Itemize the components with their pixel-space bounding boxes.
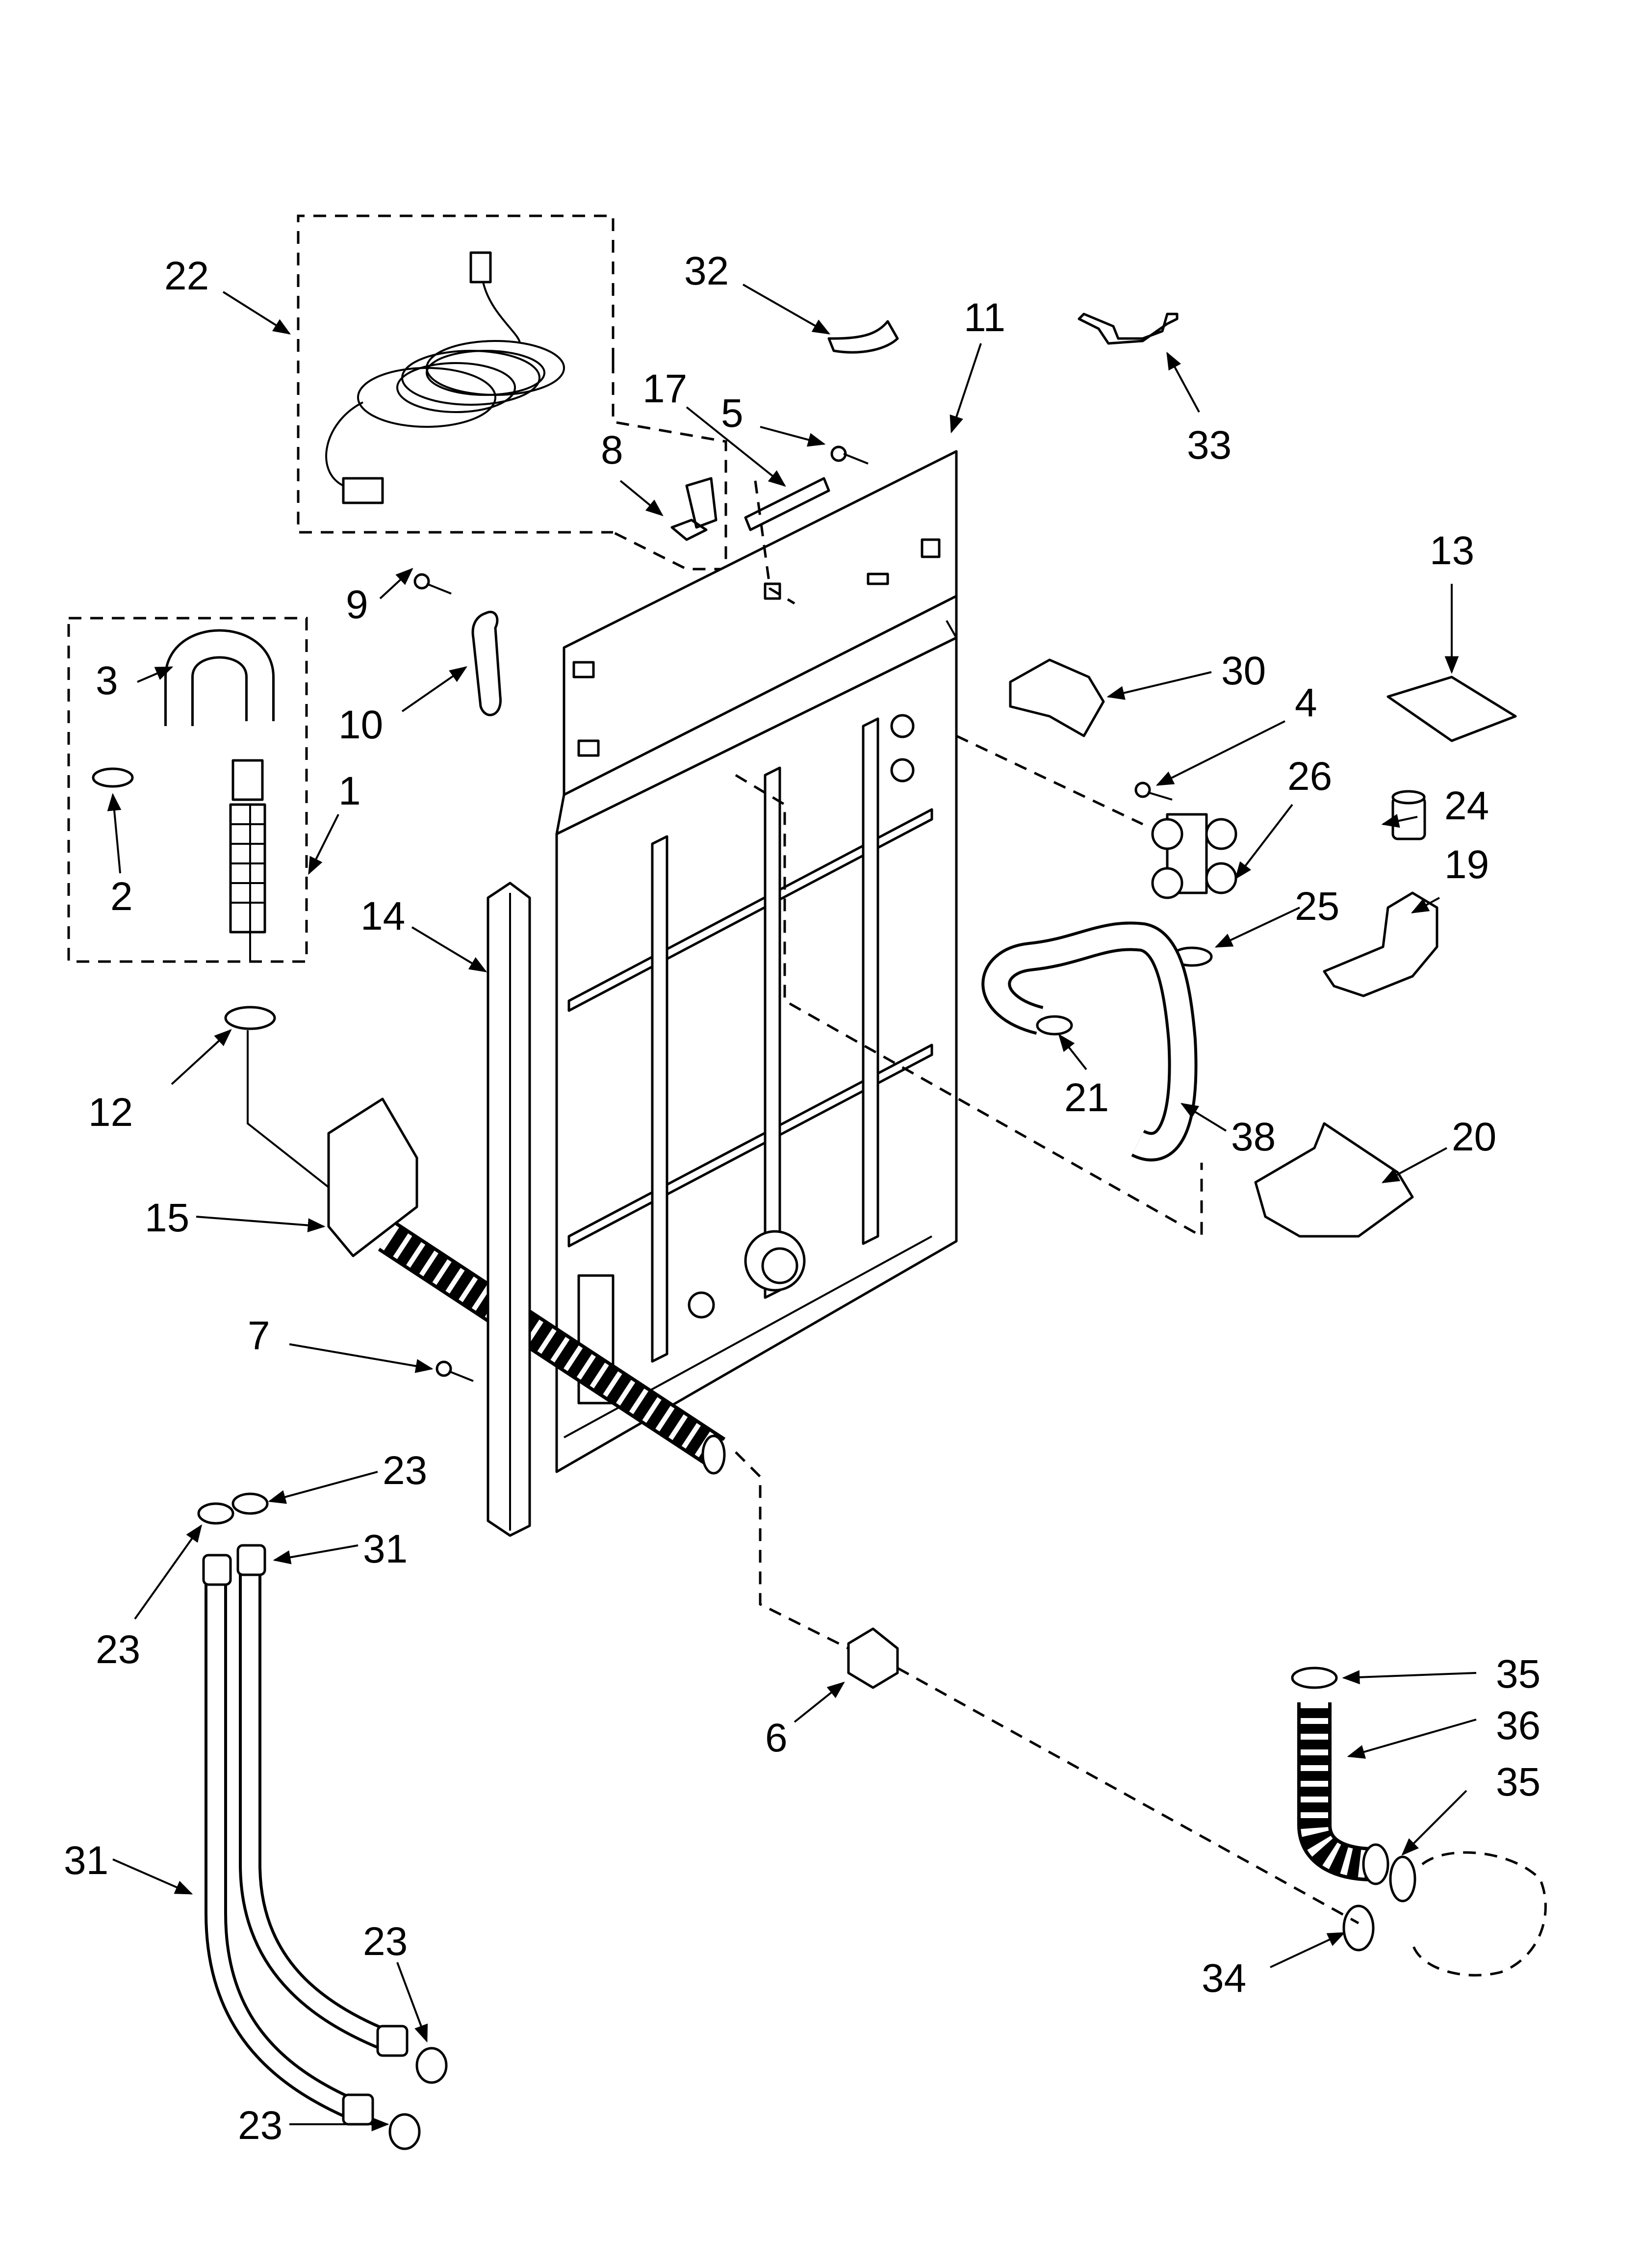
inlet-hose-kit-box: [67, 617, 308, 963]
callout-38: 38: [1231, 1115, 1276, 1159]
clamp-6: [847, 1627, 899, 1689]
outlet-15: [327, 1097, 418, 1257]
valve-26: [1151, 813, 1237, 899]
callout-9: 9: [346, 582, 368, 627]
callout-24: 24: [1444, 783, 1489, 828]
callout-23-d: 23: [238, 2103, 282, 2148]
bracket-30: [1009, 658, 1105, 737]
leader-arrows: [107, 284, 1477, 2132]
callout-7: 7: [248, 1313, 270, 1358]
hose-3-inner: [167, 631, 272, 726]
power-cord: [325, 251, 565, 504]
callout-31-a: 31: [363, 1527, 408, 1571]
clamp-35-bottom: [1389, 1855, 1416, 1903]
callout-31-b: 31: [64, 1838, 108, 1883]
callout-20: 20: [1452, 1115, 1496, 1159]
switch-8: [670, 477, 718, 541]
callout-21: 21: [1064, 1075, 1109, 1120]
dispenser-20: [1254, 1122, 1414, 1238]
clamp-21: [1036, 1015, 1073, 1036]
callout-26: 26: [1287, 754, 1332, 799]
callout-8: 8: [601, 428, 623, 472]
callout-labels: 22 32 11 33 17 5 8 13 9 3 10 30 4 26 24 …: [64, 249, 1540, 2148]
clamp-34: [1342, 1904, 1375, 1952]
callout-10: 10: [338, 703, 383, 747]
clip-32: [827, 320, 899, 354]
callout-35-b: 35: [1496, 1760, 1540, 1804]
drain-hose-36: [1297, 1702, 1389, 1885]
clip-17: [744, 477, 830, 531]
callout-23-a: 23: [383, 1448, 427, 1493]
callout-22: 22: [164, 254, 209, 298]
channel-14: [487, 882, 531, 1537]
callout-13: 13: [1430, 528, 1474, 573]
clamp-12: [224, 1006, 276, 1030]
pump-outline-dashed: [1411, 1851, 1547, 1977]
washers-23-bottom: [388, 2047, 448, 2150]
callout-1: 1: [338, 769, 361, 813]
callout-32: 32: [684, 249, 729, 293]
clamp-35-top: [1291, 1667, 1338, 1689]
capacitor-24: [1391, 790, 1426, 840]
callout-3: 3: [96, 658, 118, 703]
callout-12: 12: [88, 1090, 133, 1135]
callout-36: 36: [1496, 1703, 1540, 1748]
clamp-2: [92, 767, 134, 788]
callout-6: 6: [765, 1716, 788, 1760]
callout-15: 15: [145, 1196, 189, 1240]
callout-35-a: 35: [1496, 1652, 1540, 1696]
callout-17: 17: [642, 366, 687, 411]
callout-34: 34: [1202, 1956, 1246, 2001]
screw-5: [830, 445, 869, 465]
dashed-connectors: [247, 480, 1360, 1925]
label-13: [1386, 676, 1517, 742]
callout-23-c: 23: [363, 1919, 408, 1964]
hose-1: [229, 759, 266, 934]
callout-23-b: 23: [96, 1627, 140, 1672]
bracket-33: [1078, 313, 1179, 345]
callout-33: 33: [1187, 423, 1232, 468]
screw-9: [413, 573, 452, 595]
callout-2: 2: [110, 874, 133, 919]
callout-30: 30: [1221, 649, 1266, 693]
callout-14: 14: [360, 894, 405, 938]
lever-10: [471, 610, 502, 716]
callout-25: 25: [1295, 884, 1339, 929]
bracket-19: [1323, 891, 1438, 997]
screw-7: [436, 1360, 474, 1382]
rear-panel: [555, 450, 958, 1473]
power-cord-group-box: [297, 214, 727, 571]
callout-19: 19: [1444, 842, 1489, 887]
callout-11: 11: [964, 295, 1005, 340]
washers-23-top: [197, 1492, 269, 1525]
drain-hose-corrugated: [378, 1222, 726, 1475]
callout-5: 5: [721, 391, 744, 436]
inlet-hoses-31: [202, 1544, 409, 2126]
screw-4: [1134, 782, 1173, 801]
callout-4: 4: [1295, 680, 1317, 725]
